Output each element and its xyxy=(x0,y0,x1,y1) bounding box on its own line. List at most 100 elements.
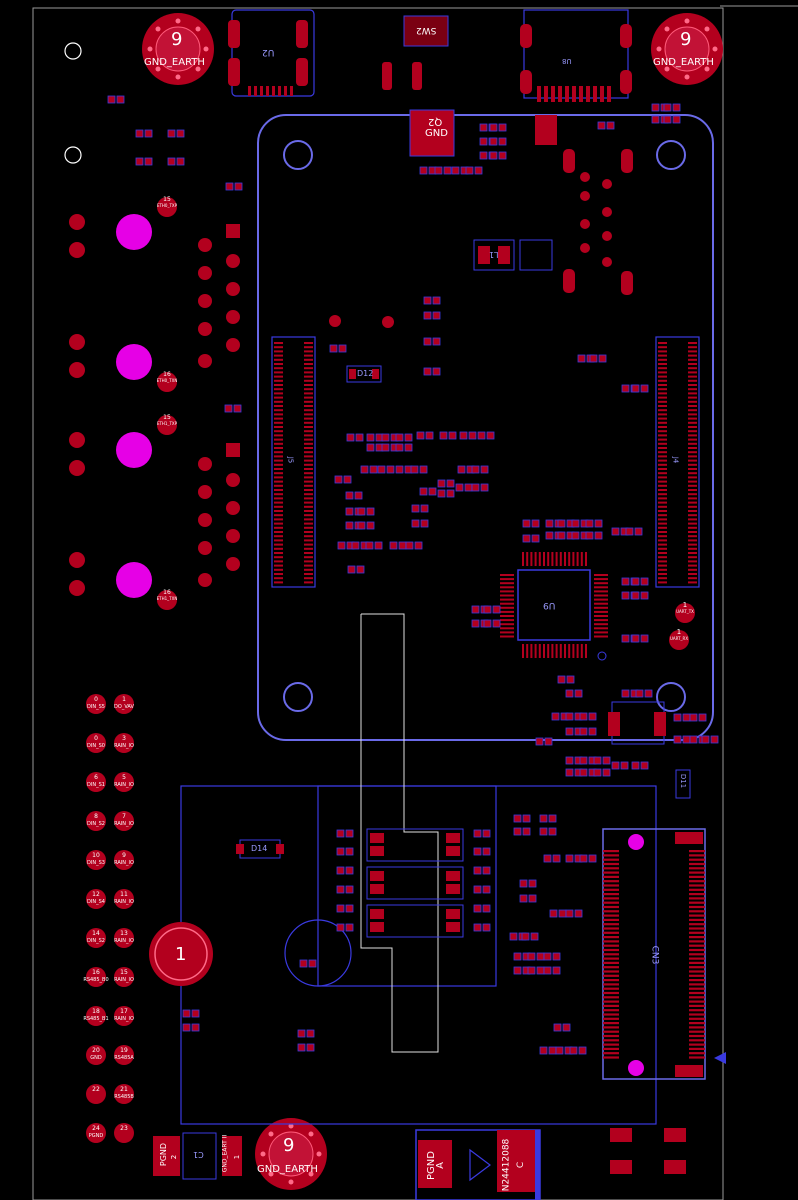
connector-cn3 xyxy=(602,828,726,1080)
big-pad-number: 1 xyxy=(175,944,187,965)
module-outline xyxy=(257,114,714,741)
header-pin-number: 21 xyxy=(120,1086,128,1093)
header-pin-number: 15 xyxy=(120,969,128,976)
gnd-earth-label-2: GND_EARTH xyxy=(653,57,714,68)
header-pin-label: DIN_S3 xyxy=(87,860,105,866)
d12-label: D12 xyxy=(357,369,374,378)
u5-diode-symbol xyxy=(469,1148,491,1182)
rj45-pin-label: ETH1_TXN xyxy=(156,596,178,601)
l1-label: L1 xyxy=(489,250,499,259)
header-pin-number: 1 xyxy=(122,696,126,703)
gnd-earth-label-1: GND_EARTH xyxy=(144,57,205,68)
header-pin-label: RAIN_IO xyxy=(114,743,134,749)
d14-label: D14 xyxy=(251,844,268,853)
power-outline-2 xyxy=(317,785,497,987)
header-pin-number: 0 xyxy=(94,696,98,703)
header-pin-number: 9 xyxy=(122,852,126,859)
chip-u9 xyxy=(500,552,608,661)
module-hole-4 xyxy=(283,682,313,712)
u2-label: U2 xyxy=(262,47,275,57)
mount-number-2: 9 xyxy=(680,29,692,50)
inductor-l1 xyxy=(473,239,515,271)
header-pin-label: DIN_S2 xyxy=(87,938,105,944)
header-pin-label: DIN_S5 xyxy=(87,704,105,710)
header-pin-label: RS485_B1 xyxy=(83,1016,109,1022)
header-pin-label: RAIN_IO xyxy=(114,977,134,983)
header-pin-label: RS485_B0 xyxy=(83,977,109,983)
header-pin-label: RAIN_IO xyxy=(114,1016,134,1022)
header-pin-label: RAIN_IO xyxy=(114,899,134,905)
module-hole-2 xyxy=(656,140,686,170)
mount-number-1: 9 xyxy=(171,29,183,50)
gnd-earth-pad-number: 1 xyxy=(233,1154,242,1160)
test-point-label: UART_TX xyxy=(676,609,694,614)
header-pin-number: 13 xyxy=(120,930,128,937)
q2-label: Q2 xyxy=(428,116,443,127)
header-pin-label: DO_VAV xyxy=(114,704,134,710)
header-pin-number: 8 xyxy=(94,813,98,820)
header-pin-number: 10 xyxy=(92,852,100,859)
rj45-pin-number: 15 xyxy=(163,414,171,421)
header-pin-label: RAIN_IO xyxy=(114,782,134,788)
header-pin-number: 24 xyxy=(92,1125,100,1132)
mount-hole-1 xyxy=(64,42,82,60)
header-pin-number: 14 xyxy=(92,930,100,937)
n24-pad xyxy=(497,1130,535,1192)
pgnd-pad-number: 2 xyxy=(170,1154,179,1160)
header-pin-number: 3 xyxy=(122,735,126,742)
diode-d11 xyxy=(675,769,691,799)
header-pin-label: RAIN_IO xyxy=(114,860,134,866)
big-pad-1 xyxy=(149,922,213,986)
header-pin-label: RAIN_IO xyxy=(114,938,134,944)
gnd-earth-pad-1 xyxy=(142,13,214,85)
power-outline-1 xyxy=(180,785,657,1125)
test-point-number: 1 xyxy=(676,628,682,636)
inductor-l2 xyxy=(519,239,553,271)
cn3-label: CN3 xyxy=(649,945,660,965)
u5-c: C xyxy=(516,1161,527,1169)
header-pin-label: PGND xyxy=(88,1133,104,1139)
test-point-label: UART_RX xyxy=(669,636,689,641)
u5-code: N24412088 xyxy=(501,1138,512,1192)
u5-pgnd-a: A xyxy=(434,1162,446,1169)
connector-j4 xyxy=(655,336,700,588)
header-pin-number: 19 xyxy=(120,1047,128,1054)
gnd-earth-pad-3 xyxy=(255,1118,327,1190)
diode-d12 xyxy=(346,365,382,383)
header-pin-number: 16 xyxy=(92,969,100,976)
q2-gnd-label: GND xyxy=(425,128,448,139)
header-pin-number: 18 xyxy=(92,1008,100,1015)
gnd-earth-pad-block xyxy=(222,1136,242,1176)
gnd-earth-pad-2 xyxy=(651,13,723,85)
header-pin-number: 7 xyxy=(122,813,126,820)
keepout-outline xyxy=(360,613,439,1053)
header-pin-number: 23 xyxy=(120,1125,128,1132)
rj45-pin-number: 16 xyxy=(163,589,171,596)
u9-label: U9 xyxy=(543,600,556,610)
gnd-earth-label-3: GND_EARTH xyxy=(257,1164,318,1175)
mount-hole-2 xyxy=(64,146,82,164)
header-pin-label: RS485A xyxy=(114,1055,134,1061)
c1-label: C1 xyxy=(193,1150,204,1159)
header-pin-label: DIN_S2 xyxy=(87,821,105,827)
connector-j5 xyxy=(271,336,316,588)
header-pin-label: DIN_S1 xyxy=(87,782,105,788)
header-pin-number: 20 xyxy=(92,1047,100,1054)
header-pin-number: 12 xyxy=(92,891,100,898)
header-pin-number: 22 xyxy=(92,1086,100,1093)
rj45-pin-label: ETH0_TXP xyxy=(156,203,178,208)
header-pin-number: 6 xyxy=(94,774,98,781)
test-point-number: 1 xyxy=(682,601,688,609)
board-edge xyxy=(32,7,724,1200)
header-pin-label: RS485B xyxy=(114,1094,134,1100)
pgnd-a-pad xyxy=(418,1140,452,1188)
module-hole-1 xyxy=(283,140,313,170)
terminal-header xyxy=(86,694,134,1143)
rj45-pin-number: 15 xyxy=(163,196,171,203)
module-hole-3 xyxy=(656,682,686,712)
capacitor-outline xyxy=(284,919,352,987)
switch-sw2 xyxy=(403,15,449,47)
header-pin-number: 17 xyxy=(120,1008,128,1015)
j4-label: J4 xyxy=(671,456,680,464)
